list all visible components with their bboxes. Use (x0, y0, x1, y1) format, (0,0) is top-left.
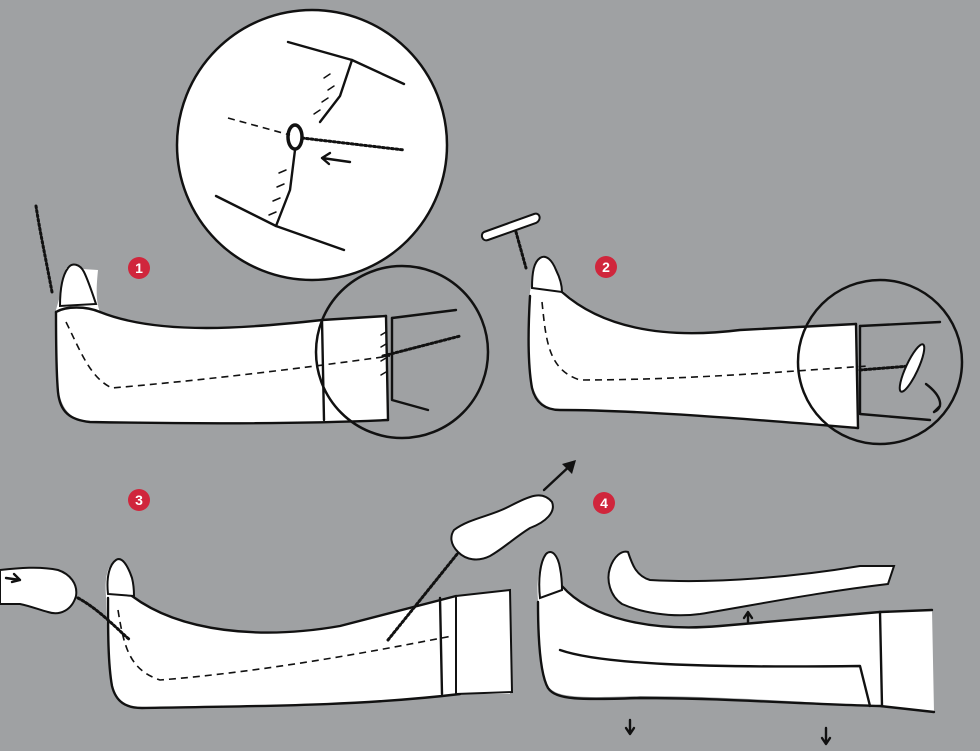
pulling-hand-left (0, 568, 76, 614)
step-badge-1: 1 (128, 257, 150, 279)
leg-cast-3 (78, 548, 512, 708)
panel-3 (0, 460, 576, 708)
panel-4 (537, 551, 934, 744)
step-badge-1-label: 1 (135, 260, 143, 276)
step-badge-2-label: 2 (602, 259, 610, 275)
step-badge-4: 4 (593, 492, 615, 514)
pull-direction-arrow (544, 460, 576, 490)
step-badge-3: 3 (128, 489, 150, 511)
leg-cast-2 (529, 257, 869, 428)
panel-1 (36, 10, 488, 438)
step-badge-4-label: 4 (600, 495, 608, 511)
step-badge-2: 2 (595, 256, 617, 278)
detail-magnifier-1 (177, 10, 447, 280)
panel-2 (482, 214, 962, 444)
step-badge-3-label: 3 (135, 492, 143, 508)
pulling-hand-right (451, 495, 553, 559)
cast-spreader-tool (482, 214, 540, 268)
